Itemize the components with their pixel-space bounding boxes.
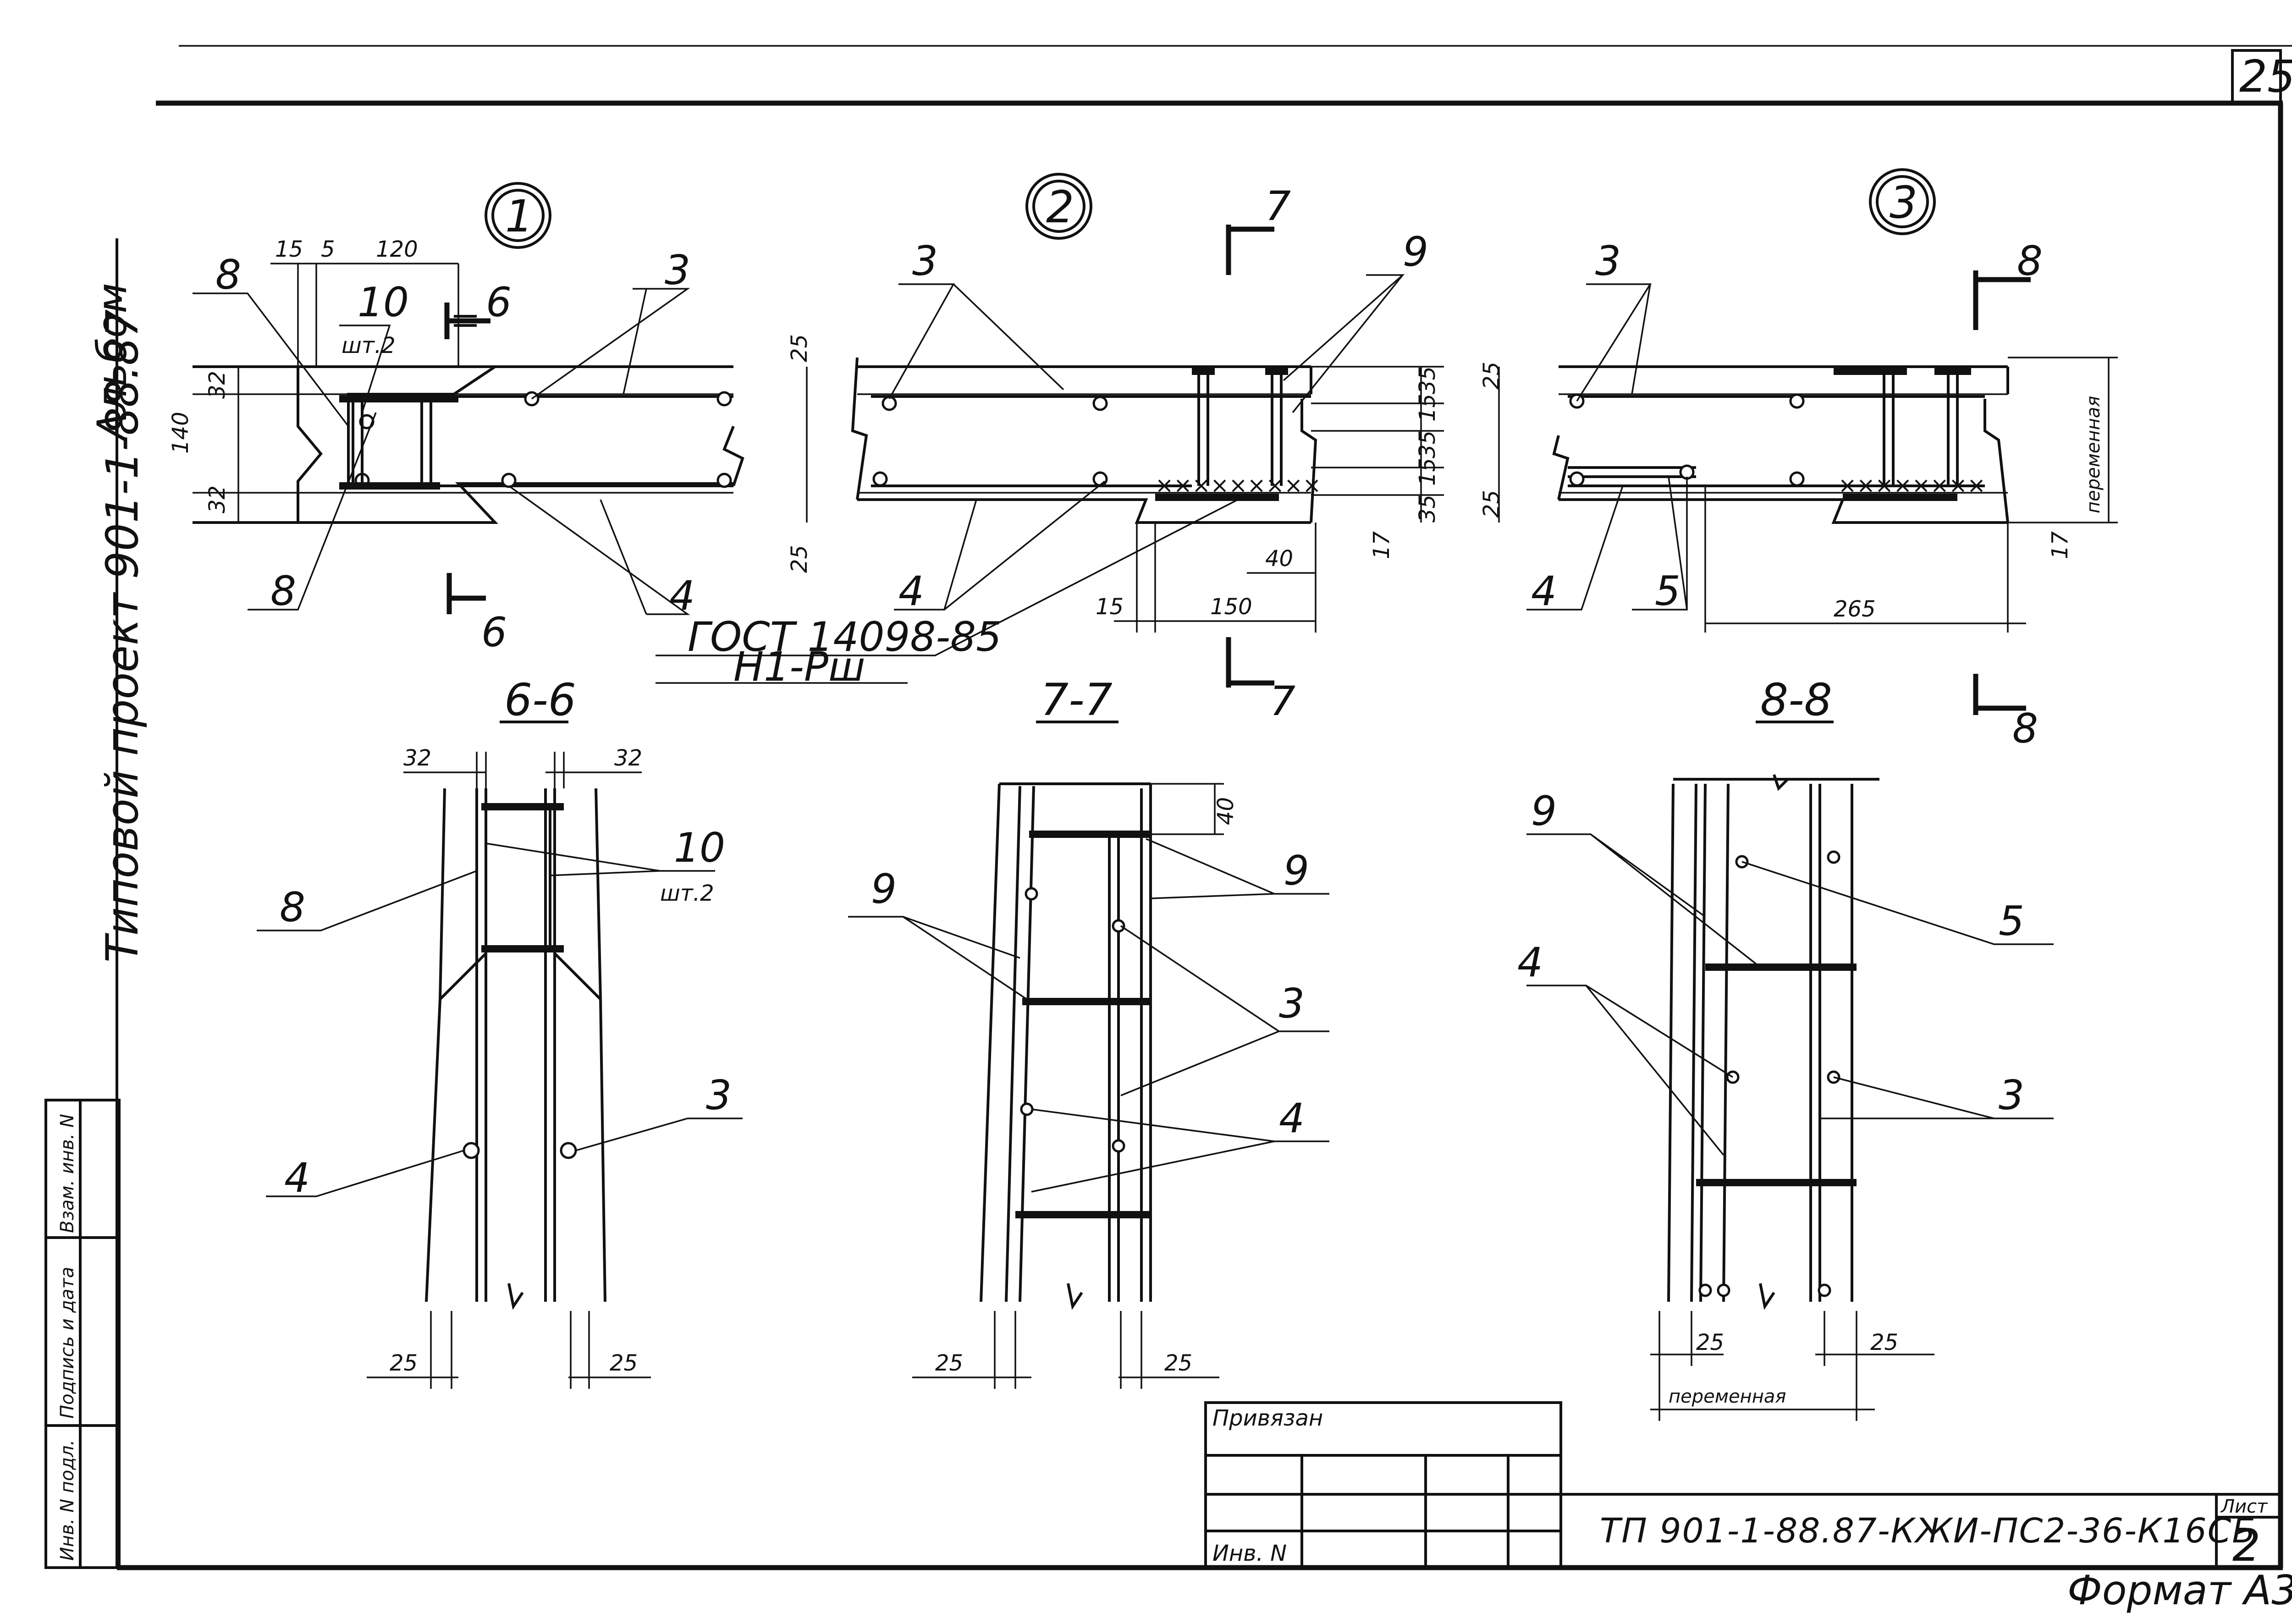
bound-label: Привязан — [1212, 1405, 1323, 1431]
node3-label-3: 3 — [1595, 237, 1621, 285]
s7-label-9-left: 9 — [871, 865, 897, 913]
section-mark-8-bottom: 8 — [2012, 705, 2038, 752]
sheet-frame: 25 — [116, 45, 2292, 1570]
inv-label: Инв. N — [1212, 1541, 1287, 1566]
svg-text:25: 25 — [1479, 362, 1504, 390]
section-mark-6-top: 6 — [486, 279, 512, 326]
section-mark-7-top: 7 — [1265, 182, 1291, 230]
node-3: 3 ×××××××× 25 25 переменная 17 — [1479, 168, 2118, 752]
node2-label-3: 3 — [912, 237, 938, 285]
svg-text:×××××××××: ××××××××× — [1155, 473, 1321, 498]
node-2-marker: 2 — [1046, 182, 1074, 233]
node1-label-10-qty: шт.2 — [342, 333, 396, 358]
svg-text:17: 17 — [2047, 531, 2073, 559]
drawing-code: ТП 901-1-88.87-КЖИ-ПС2-36-К16СБ — [1600, 1511, 2256, 1551]
svg-text:35: 35 — [1415, 495, 1440, 523]
svg-text:25: 25 — [1479, 490, 1504, 518]
svg-text:Инв. N подл.: Инв. N подл. — [57, 1440, 78, 1561]
svg-text:Подпись и дата: Подпись и дата — [57, 1267, 78, 1419]
svg-text:35: 35 — [1415, 430, 1440, 458]
title-block: Привязан Инв. N ТП 901-1-88.87-КЖИ-ПС2-3… — [1204, 1401, 2292, 1614]
svg-text:25: 25 — [1870, 1330, 1898, 1355]
s8-label-4: 4 — [1517, 939, 1543, 986]
vertical-project-note: Типовой проект 901-1-88.87 — [97, 309, 148, 963]
section-8-8: 8-8 25 25 переменная 9 5 4 — [1517, 674, 2054, 1421]
svg-text:Альбом: Альбом — [88, 283, 136, 442]
svg-text:265: 265 — [1834, 596, 1876, 622]
svg-text:25: 25 — [610, 1350, 638, 1376]
svg-text:32: 32 — [403, 745, 431, 771]
gost-type-label: Н1-Рш — [733, 643, 865, 690]
s6-label-4: 4 — [284, 1154, 310, 1201]
svg-text:25: 25 — [787, 334, 812, 362]
svg-text:25: 25 — [935, 1350, 963, 1376]
svg-text:15: 15 — [275, 237, 303, 262]
section-mark-6-bottom: 6 — [481, 609, 507, 656]
svg-text:40: 40 — [1265, 546, 1293, 572]
svg-text:15: 15 — [1096, 594, 1124, 620]
s8-label-5: 5 — [1999, 897, 2024, 945]
page-number: 25 — [2239, 51, 2292, 102]
s7-label-4: 4 — [1279, 1095, 1305, 1142]
svg-text:25: 25 — [1696, 1330, 1724, 1355]
gost-label: ГОСТ 14098-85 — [688, 613, 1002, 661]
svg-text:150: 150 — [1210, 594, 1252, 620]
s8-variable-label: переменная — [1669, 1386, 1786, 1407]
node3-variable-label: переменная — [2083, 396, 2104, 513]
node1-label-8-bottom: 8 — [270, 567, 296, 615]
node3-label-4: 4 — [1531, 567, 1557, 615]
s8-label-9: 9 — [1531, 787, 1557, 835]
svg-text:25: 25 — [1164, 1350, 1192, 1376]
svg-text:32: 32 — [204, 371, 230, 399]
node3-label-5: 5 — [1655, 567, 1680, 615]
list-label: Лист — [2220, 1496, 2268, 1517]
section-6-6-title: 6-6 — [504, 674, 576, 726]
node-3-marker: 3 — [1890, 177, 1917, 228]
node1-label-8-top: 8 — [215, 251, 241, 298]
list-number: 2 — [2232, 1520, 2260, 1571]
author-note: Альбом — [88, 283, 136, 442]
svg-text:32: 32 — [614, 745, 642, 771]
svg-text:40: 40 — [1213, 797, 1239, 825]
section-mark-7-bottom: 7 — [1270, 677, 1295, 725]
svg-text:××××××××: ×××××××× — [1838, 473, 1986, 498]
section-7-7: 7-7 40 25 25 9 9 3 4 — [848, 674, 1329, 1389]
node1-label-4: 4 — [669, 572, 695, 619]
node2-label-9: 9 — [1403, 228, 1428, 275]
section-mark-8-top: 8 — [2017, 237, 2043, 285]
section-7-7-title: 7-7 — [1041, 674, 1113, 726]
s7-label-3: 3 — [1279, 980, 1305, 1027]
s6-label-10-qty: шт.2 — [660, 881, 714, 906]
node-1-marker: 1 — [505, 191, 533, 242]
svg-text:5: 5 — [321, 237, 335, 262]
node2-label-4: 4 — [898, 567, 924, 615]
svg-text:140: 140 — [168, 412, 193, 454]
svg-text:25: 25 — [390, 1350, 418, 1376]
side-stamp: Инв. N подл. Подпись и дата Взам. инв. N — [44, 1099, 121, 1569]
node1-label-10: 10 — [358, 279, 409, 326]
svg-text:25: 25 — [787, 545, 812, 573]
svg-text:120: 120 — [376, 237, 418, 262]
node1-label-3: 3 — [665, 247, 690, 294]
svg-text:15: 15 — [1415, 394, 1440, 422]
s7-label-9-right: 9 — [1284, 847, 1309, 894]
section-8-8-title: 8-8 — [1760, 674, 1832, 726]
s6-label-8: 8 — [280, 884, 305, 931]
section-6-6: 6-6 32 32 25 25 10 — [257, 674, 743, 1389]
s6-label-10: 10 — [674, 824, 725, 871]
format-label: Формат А3 — [2067, 1567, 2292, 1614]
svg-text:32: 32 — [204, 485, 230, 513]
svg-text:Взам. инв. N: Взам. инв. N — [57, 1114, 78, 1233]
svg-text:15: 15 — [1415, 458, 1440, 486]
vertical-project-text: Типовой проект 901-1-88.87 — [97, 309, 148, 963]
node-1: 1 15 5 120 140 32 — [168, 182, 744, 656]
s6-label-3: 3 — [706, 1072, 732, 1119]
svg-text:35: 35 — [1415, 366, 1440, 394]
node-2: 2 ××××××××× 25 25 35 — [656, 173, 1444, 725]
s8-label-3: 3 — [1999, 1072, 2024, 1119]
svg-text:17: 17 — [1369, 531, 1394, 559]
